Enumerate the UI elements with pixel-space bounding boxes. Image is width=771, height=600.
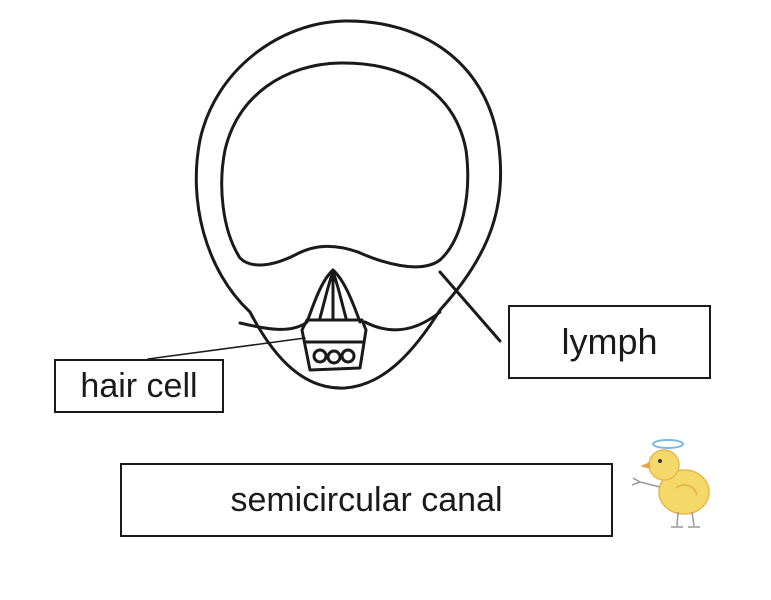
semicircular-canal-label: semicircular canal — [230, 480, 503, 519]
canal-inner-lumen — [220, 61, 470, 269]
lymph-leader-line — [438, 270, 502, 343]
hair-cell-leader-line — [147, 337, 306, 360]
chick-icon — [631, 439, 710, 528]
hair-bundle-strand — [331, 270, 348, 320]
crista-boundary — [238, 321, 308, 331]
lymph-label-box: lymph — [508, 305, 711, 379]
hair-cell-nucleus — [340, 348, 356, 364]
hair-cell-label-box: hair cell — [54, 359, 224, 413]
semicircular-canal-label-box: semicircular canal — [120, 463, 613, 537]
hair-cell-nucleus — [312, 348, 328, 364]
hair-cell-nucleus — [326, 349, 342, 365]
hair-cell-body — [300, 318, 368, 372]
crista-boundary-right — [363, 310, 442, 332]
cupula — [305, 268, 362, 324]
lymph-label: lymph — [561, 321, 658, 362]
canal-outer-wall — [194, 19, 503, 390]
hair-cell-label: hair cell — [80, 366, 198, 405]
